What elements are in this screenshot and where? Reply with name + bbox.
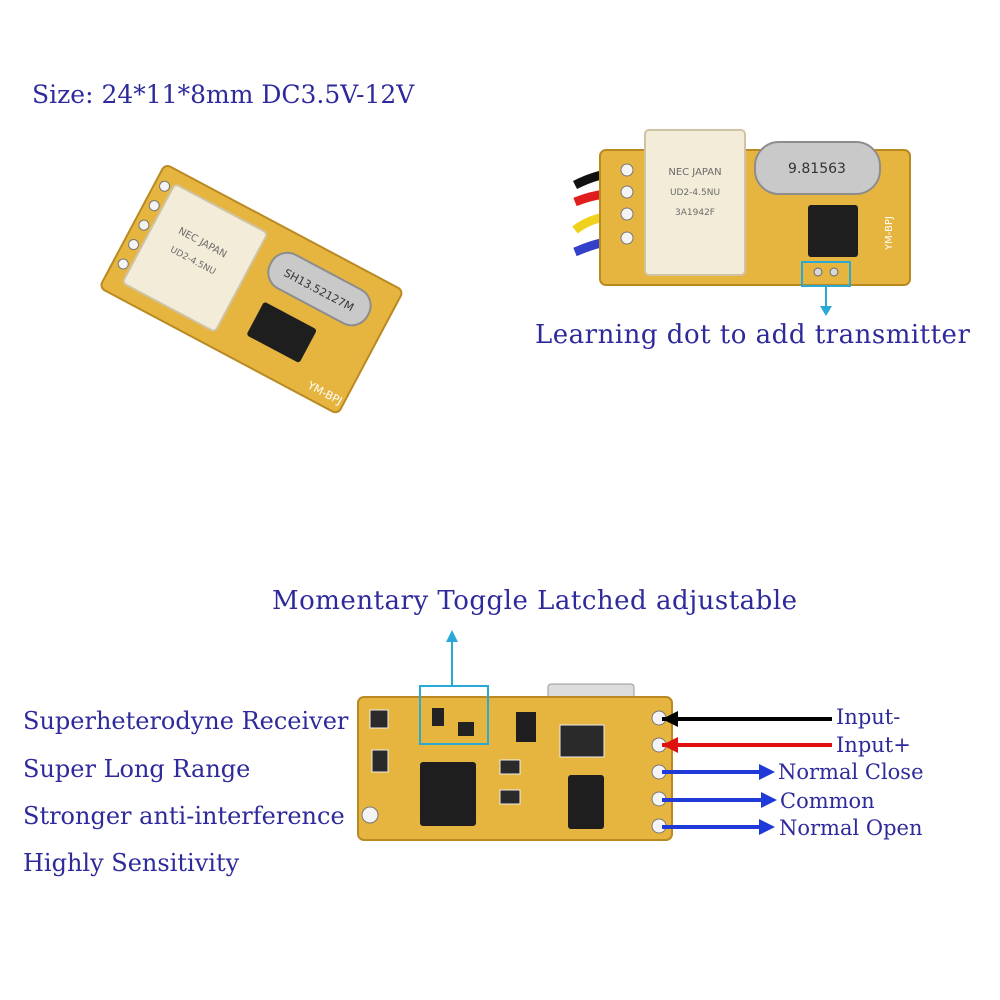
size-spec-text: Size: 24*11*8mm DC3.5V-12V <box>32 80 415 109</box>
learning-callout-arrowhead <box>820 306 832 316</box>
relay-code-label: 3A1942F <box>675 208 715 218</box>
crystal-oscillator <box>754 141 881 195</box>
ic-chip <box>808 205 858 257</box>
mode-callout-arrowhead <box>446 630 458 642</box>
relay-brand-label: NEC JAPAN <box>668 167 721 178</box>
pin-label-normal-close: Normal Close <box>778 760 924 784</box>
feature-superheterodyne: Superheterodyne Receiver <box>23 707 349 735</box>
pin-label-common: Common <box>780 789 875 813</box>
pin-label-normal-open: Normal Open <box>779 816 923 840</box>
feature-anti-interference: Stronger anti-interference <box>23 802 345 830</box>
mode-jumper-highlight <box>419 685 489 745</box>
ic-chip <box>247 302 317 363</box>
learning-dot-label: Learning dot to add transmitter <box>535 320 971 350</box>
relay-body <box>122 184 268 332</box>
ic-chip <box>420 762 476 826</box>
crystal-label: 9.81563 <box>788 161 846 177</box>
crystal-oscillator <box>267 251 372 327</box>
relay-model-label: UD2-4.5NU <box>670 188 720 198</box>
feature-sensitivity: Highly Sensitivity <box>23 849 240 877</box>
relay-body <box>644 129 746 276</box>
pin-label-input-minus: Input- <box>836 705 901 729</box>
board-mark: YM-BPJ <box>884 216 895 251</box>
transistor <box>568 775 604 829</box>
mode-adjust-label: Momentary Toggle Latched adjustable <box>272 586 798 616</box>
feature-long-range: Super Long Range <box>23 755 251 783</box>
pin-label-input-plus: Input+ <box>836 733 911 757</box>
